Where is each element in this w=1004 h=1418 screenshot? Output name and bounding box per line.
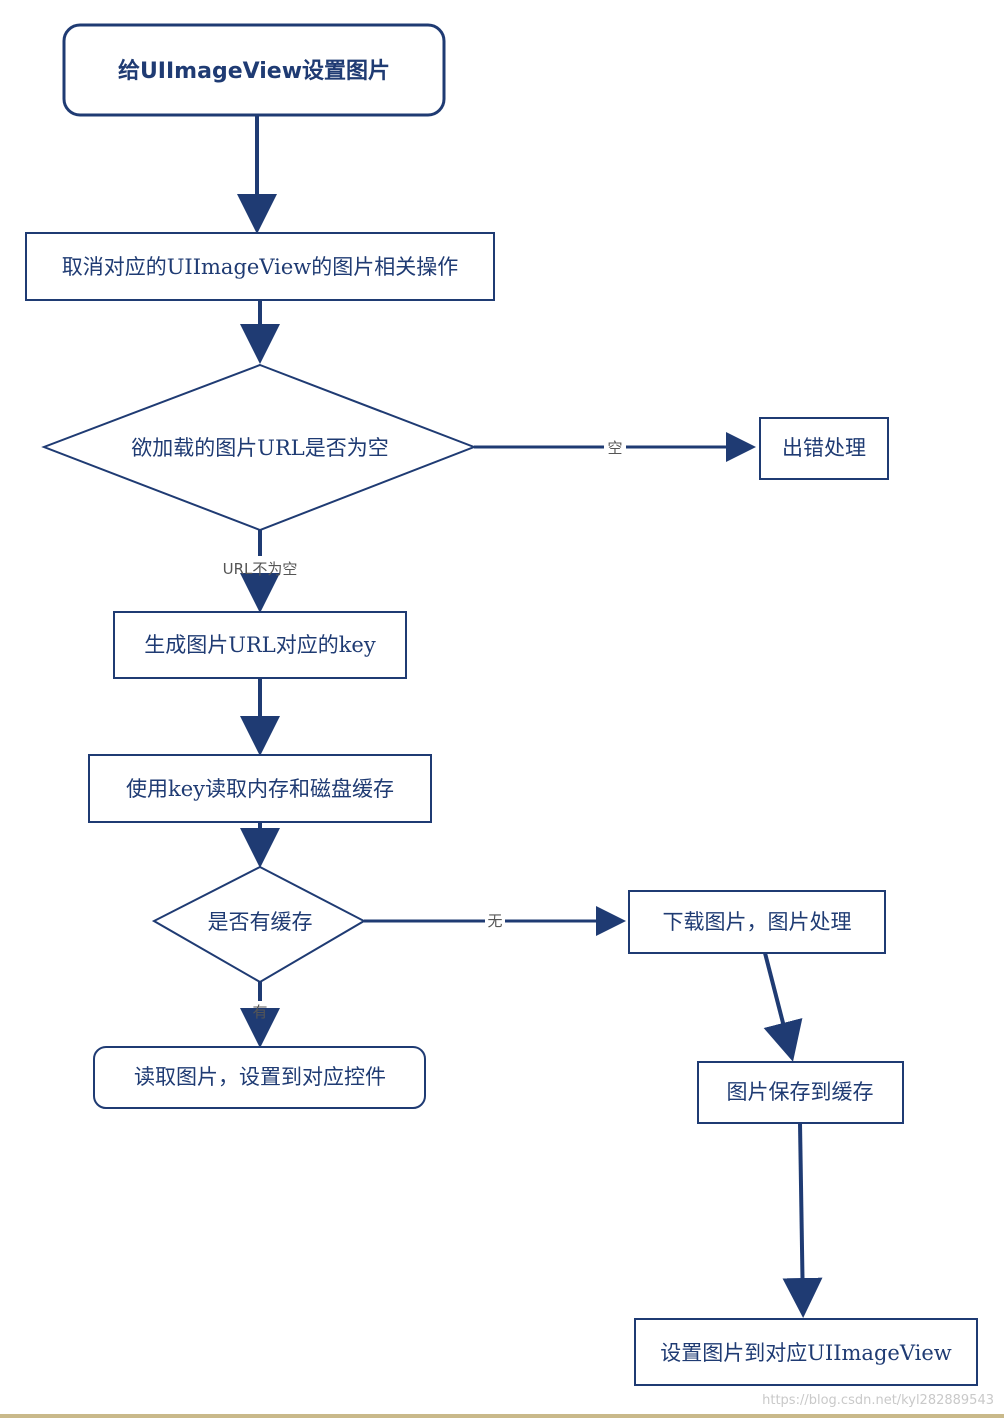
node-set-view: 设置图片到对应UIImageView	[634, 1318, 978, 1386]
node-save-cache-label: 图片保存到缓存	[727, 1080, 874, 1104]
node-download-label: 下载图片，图片处理	[663, 910, 852, 934]
watermark: https://blog.csdn.net/kyl282889543	[762, 1393, 994, 1408]
node-has-cache-label: 是否有缓存	[208, 910, 313, 934]
node-save-cache: 图片保存到缓存	[697, 1061, 904, 1124]
node-read-cache-label: 使用key读取内存和磁盘缓存	[126, 777, 394, 801]
edge-save-to-setview	[782, 1122, 823, 1318]
node-start-label: 给UIImageView设置图片	[118, 58, 390, 84]
node-error: 出错处理	[759, 417, 889, 480]
node-check-url: 欲加载的图片URL是否为空	[41, 363, 477, 532]
node-read-set-label: 读取图片，设置到对应控件	[134, 1065, 386, 1089]
node-cancel: 取消对应的UIImageView的图片相关操作	[25, 232, 495, 301]
node-gen-key: 生成图片URL对应的key	[113, 611, 407, 679]
node-gen-key-label: 生成图片URL对应的key	[144, 633, 376, 657]
node-error-label: 出错处理	[782, 436, 866, 460]
node-read-cache: 使用key读取内存和磁盘缓存	[88, 754, 432, 823]
node-set-view-label: 设置图片到对应UIImageView	[660, 1341, 952, 1365]
node-read-set: 读取图片，设置到对应控件	[93, 1046, 426, 1109]
node-has-cache: 是否有缓存	[151, 865, 367, 984]
edge-download-to-save	[763, 952, 803, 1062]
node-cancel-label: 取消对应的UIImageView的图片相关操作	[62, 255, 459, 279]
edge-label-empty: 空	[607, 439, 622, 457]
edge-label-none: 无	[487, 912, 502, 930]
edges	[237, 115, 823, 1318]
edge-label-url-not-empty: URL不为空	[223, 560, 298, 578]
bottom-strip	[0, 1414, 1004, 1418]
node-check-url-label: 欲加载的图片URL是否为空	[131, 436, 388, 460]
node-download: 下载图片，图片处理	[628, 890, 886, 954]
edge-label-has: 有	[252, 1003, 267, 1021]
node-start: 给UIImageView设置图片	[62, 23, 446, 117]
